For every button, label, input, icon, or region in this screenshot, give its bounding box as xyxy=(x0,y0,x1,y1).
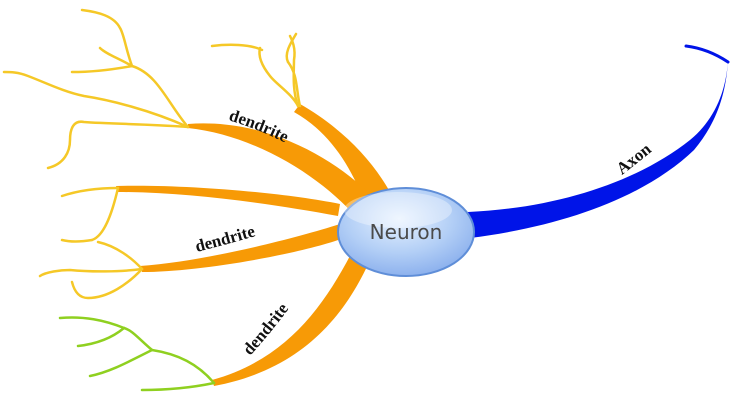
neuron-node[interactable] xyxy=(337,187,475,277)
axon-branch[interactable] xyxy=(468,60,728,238)
dendrite-branch-lower[interactable] xyxy=(212,252,370,386)
dendrite-twigs-middle xyxy=(38,186,144,300)
dendrite-twigs-lower xyxy=(58,316,216,392)
dendrite-twigs-upper-right xyxy=(210,32,302,108)
dendrite-branch-middle[interactable] xyxy=(116,185,340,216)
dendrite-twigs-upper xyxy=(2,8,190,170)
dendrite-branch-middle-lower[interactable] xyxy=(140,224,344,272)
axon-tip xyxy=(684,44,730,64)
dendrite-branch-upper-right[interactable] xyxy=(294,104,390,206)
neuron-node-highlight xyxy=(344,192,452,228)
neuron-label: Neuron xyxy=(370,220,443,244)
